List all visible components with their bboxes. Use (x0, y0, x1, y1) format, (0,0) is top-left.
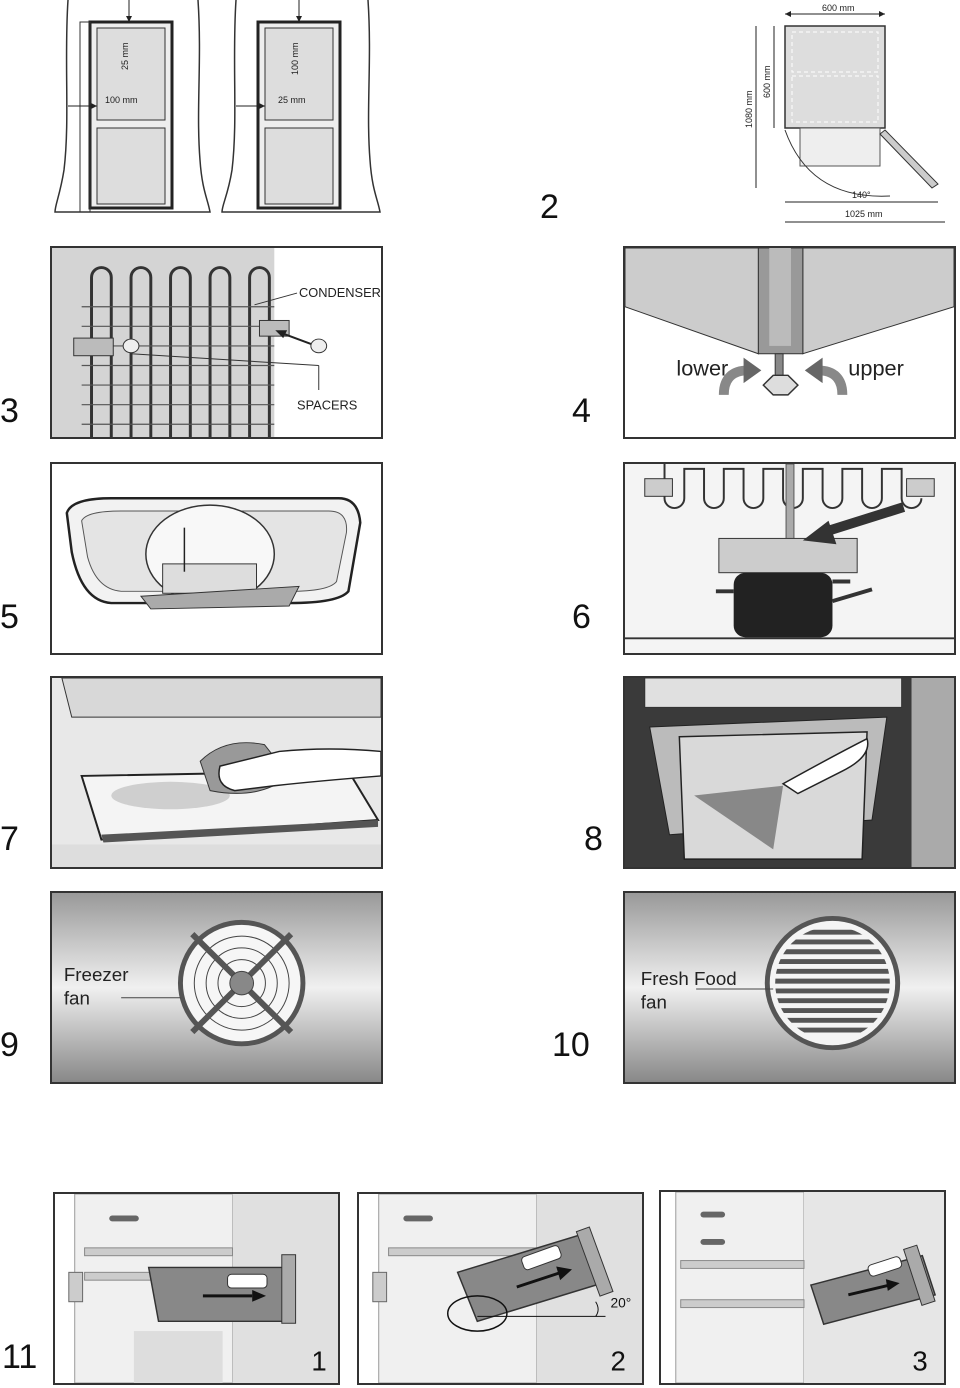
defrost-tray-illustration (65, 497, 362, 610)
figure-10-number: 10 (552, 1026, 590, 1064)
figure-1-clearances: 25 mm 100 mm 100 mm 25 mm (50, 0, 390, 222)
figure-11-number: 11 (2, 1338, 38, 1376)
spacers-label: SPACERS (297, 398, 357, 413)
step-3-label: 3 (912, 1345, 927, 1376)
depth-open-label: 1025 mm (845, 209, 883, 219)
upper-label: upper (848, 355, 904, 380)
right-side-gap-label: 25 mm (278, 95, 306, 105)
drawer-illustration (625, 678, 954, 867)
figure-5-number: 5 (0, 598, 19, 636)
width-top-label: 600 mm (822, 3, 855, 13)
figure-9-number: 9 (0, 1026, 19, 1064)
figure-8-number: 8 (584, 820, 603, 858)
height-body-label: 600 mm (762, 65, 772, 98)
figure-5-tray-panel (50, 462, 383, 655)
figure-2-dimensions: 600 mm 1080 mm 600 mm 140° 1025 mm (740, 0, 960, 230)
clearance-drawing: 25 mm 100 mm 100 mm 25 mm (54, 0, 381, 213)
step-2-label: 2 (610, 1345, 625, 1376)
drawer-step-3-illustration: 3 (675, 1192, 944, 1383)
figure-7-number: 7 (0, 820, 19, 858)
step-1-label: 1 (311, 1345, 326, 1376)
figure-8-drawer-panel (623, 676, 956, 869)
figure-10-fresh-food-fan-panel: Fresh Food fan (623, 891, 956, 1084)
compressor-illustration (625, 464, 954, 653)
condenser-illustration: CONDENSER SPACERS (52, 248, 381, 437)
fresh-food-fan-label-line1: Fresh Food (641, 968, 737, 989)
figure-11-step-1-panel: 1 (53, 1192, 340, 1385)
right-top-gap-label: 100 mm (290, 42, 300, 75)
figure-4-number: 4 (572, 392, 591, 430)
fresh-food-fan-label-line2: fan (641, 992, 667, 1013)
figure-9-freezer-fan-panel: Freezer fan (50, 891, 383, 1084)
figure-6-number: 6 (572, 598, 591, 636)
leveling-foot-illustration: lower upper (625, 248, 954, 396)
freezer-fan-label-line2: fan (64, 988, 90, 1009)
drawer-step-2-illustration: 20° 2 (372, 1194, 642, 1383)
door-angle-label: 140° (852, 190, 871, 200)
figure-7-cleaning-panel (50, 676, 383, 869)
dimension-drawing: 600 mm 1080 mm 600 mm 140° 1025 mm (744, 3, 945, 223)
figure-3-number: 3 (0, 392, 19, 430)
figure-11-step-3-panel: 3 (659, 1190, 946, 1385)
figure-2-number: 2 (540, 188, 559, 226)
freezer-fan-label-line1: Freezer (64, 964, 129, 985)
left-top-gap-label: 25 mm (120, 42, 130, 70)
cleaning-illustration (52, 678, 381, 867)
figure-6-compressor-panel (623, 462, 956, 655)
figure-11-step-2-panel: 20° 2 (357, 1192, 644, 1385)
figure-4-leveling-panel: lower upper (623, 246, 956, 439)
left-side-gap-label: 100 mm (105, 95, 138, 105)
lower-label: lower (676, 355, 728, 380)
angle-label: 20° (610, 1296, 631, 1311)
figure-3-condenser-panel: CONDENSER SPACERS (50, 246, 383, 439)
condenser-label: CONDENSER (299, 285, 381, 300)
height-total-label: 1080 mm (744, 90, 754, 128)
drawer-step-1-illustration: 1 (68, 1194, 338, 1383)
freezer-fan-illustration: Freezer fan (52, 893, 381, 1082)
fresh-food-fan-illustration: Fresh Food fan (625, 893, 954, 1082)
